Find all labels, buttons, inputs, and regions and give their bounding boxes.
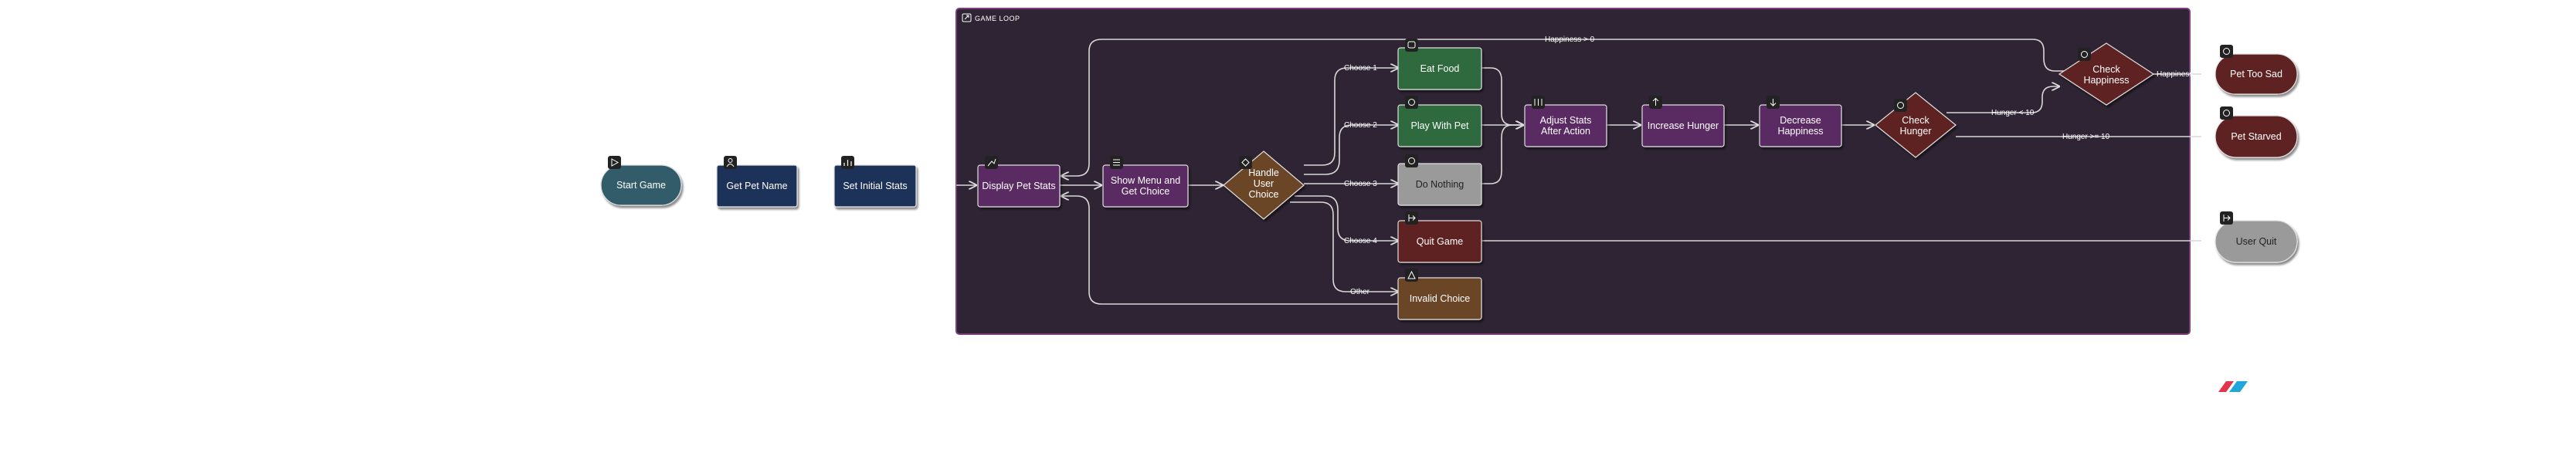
node-show-menu[interactable]: Show Menu and Get Choice xyxy=(1102,156,1189,208)
node-get-pet-name[interactable]: Get Pet Name xyxy=(716,156,798,208)
exit-icon xyxy=(2220,211,2233,225)
node-label: Pet Starved xyxy=(2231,131,2281,142)
node-label: User Quit xyxy=(2236,236,2277,247)
game-loop-group: GAME LOOP xyxy=(955,8,2191,335)
node-label: Quit Game xyxy=(1417,236,1463,247)
chart-icon xyxy=(841,156,854,169)
edges xyxy=(956,39,2201,305)
node-label-line-1: Adjust Stats xyxy=(1540,115,1592,126)
node-label-line-2: Happiness xyxy=(2083,75,2129,86)
label-hunger-ge-10: Hunger >= 10 xyxy=(2062,133,2110,141)
node-eat-food[interactable]: Eat Food xyxy=(1397,39,1482,90)
node-label-line-1: Check xyxy=(1902,115,1929,126)
node-increase-hunger[interactable]: Increase Hunger xyxy=(1641,96,1725,147)
menu-icon xyxy=(1110,156,1123,169)
loop-icon xyxy=(962,13,972,22)
node-label: Pet Too Sad xyxy=(2230,69,2282,79)
label-choose-4: Choose 4 xyxy=(1344,237,1377,245)
label-choose-1: Choose 1 xyxy=(1344,64,1377,73)
node-label: Invalid Choice xyxy=(1410,293,1471,304)
edge-choose-1 xyxy=(1304,68,1398,166)
warning-icon xyxy=(1405,269,1418,282)
node-label-line-2: Happiness xyxy=(1777,126,1823,137)
label-hunger-lt-10: Hunger < 10 xyxy=(1991,109,2035,117)
edge-happiness-gt-0 xyxy=(1061,39,2067,176)
node-pet-starved[interactable]: Pet Starved xyxy=(2215,106,2298,158)
node-label: Get Pet Name xyxy=(726,181,787,191)
node-label-line-1: Show Menu and xyxy=(1111,175,1180,186)
node-label: Set Initial Stats xyxy=(843,181,907,191)
node-label-line-2: After Action xyxy=(1541,126,1590,137)
node-check-hunger[interactable]: Check Hunger xyxy=(1875,92,1957,158)
node-label-line-3: Choice xyxy=(1249,189,1279,200)
node-display-pet-stats[interactable]: Display Pet Stats xyxy=(977,156,1061,208)
node-label-line-1: Check xyxy=(2092,64,2120,75)
edge-choose-4 xyxy=(1295,195,1398,241)
edge-nothing-adjust xyxy=(1481,125,1523,184)
node-invalid-choice[interactable]: Invalid Choice xyxy=(1397,269,1482,320)
group-label: GAME LOOP xyxy=(975,15,1020,22)
node-user-quit[interactable]: User Quit xyxy=(2215,211,2298,263)
stats-icon xyxy=(985,156,998,169)
label-happiness-gt-0: Happiness > 0 xyxy=(1545,35,1595,44)
brand-logo xyxy=(2218,381,2248,392)
node-handle-user-choice[interactable]: Handle User Choice xyxy=(1223,150,1305,220)
label-other: Other xyxy=(1350,288,1370,296)
label-happiness-le-0: Happiness xyxy=(2157,70,2193,79)
node-label-line-2: Get Choice xyxy=(1122,186,1170,197)
user-icon xyxy=(724,156,737,169)
edge-invalid-display xyxy=(1061,196,1398,305)
node-label: Eat Food xyxy=(1420,63,1460,74)
edge-choose-2 xyxy=(1304,125,1398,175)
arrow-up-icon xyxy=(1649,96,1662,109)
node-label-line-1: Handle xyxy=(1248,167,1279,178)
node-label: Play With Pet xyxy=(1410,120,1469,131)
node-do-nothing[interactable]: Do Nothing xyxy=(1397,154,1482,206)
node-quit-game[interactable]: Quit Game xyxy=(1397,211,1482,263)
node-label: Display Pet Stats xyxy=(982,181,1055,191)
label-choose-2: Choose 2 xyxy=(1344,121,1377,130)
edge-hunger-lt-10 xyxy=(1946,86,2059,113)
node-adjust-stats[interactable]: Adjust Stats After Action xyxy=(1524,96,1607,147)
check-icon xyxy=(2078,48,2091,61)
node-check-happiness[interactable]: Check Happiness xyxy=(2058,42,2155,106)
node-label-line-1: Decrease xyxy=(1780,115,1821,126)
skull-icon xyxy=(2220,106,2233,120)
label-choose-3: Choose 3 xyxy=(1344,180,1377,188)
node-label: Increase Hunger xyxy=(1648,120,1719,131)
node-label-line-2: User xyxy=(1254,178,1274,189)
play-icon xyxy=(608,156,621,169)
node-label: Do Nothing xyxy=(1416,179,1464,190)
food-icon xyxy=(1405,39,1418,52)
node-label-line-2: Hunger xyxy=(1900,126,1932,137)
pause-icon xyxy=(1405,154,1418,167)
check-icon xyxy=(1894,99,1907,112)
node-pet-too-sad[interactable]: Pet Too Sad xyxy=(2215,45,2298,95)
arrow-down-icon xyxy=(1767,96,1780,109)
play-ball-icon xyxy=(1405,96,1418,109)
node-play-with-pet[interactable]: Play With Pet xyxy=(1397,96,1482,147)
decision-icon xyxy=(1239,156,1252,169)
sliders-icon xyxy=(1532,96,1545,109)
node-label: Start Game xyxy=(616,180,666,191)
edge-other xyxy=(1290,201,1398,292)
node-start-game[interactable]: Start Game xyxy=(600,156,682,206)
exit-icon xyxy=(1405,211,1418,225)
edge-labels: Choose 1 Choose 2 Choose 3 Choose 4 Othe… xyxy=(1344,35,2193,296)
node-set-initial-stats[interactable]: Set Initial Stats xyxy=(833,156,917,208)
node-decrease-happiness[interactable]: Decrease Happiness xyxy=(1759,96,1842,147)
sad-icon xyxy=(2220,45,2233,58)
